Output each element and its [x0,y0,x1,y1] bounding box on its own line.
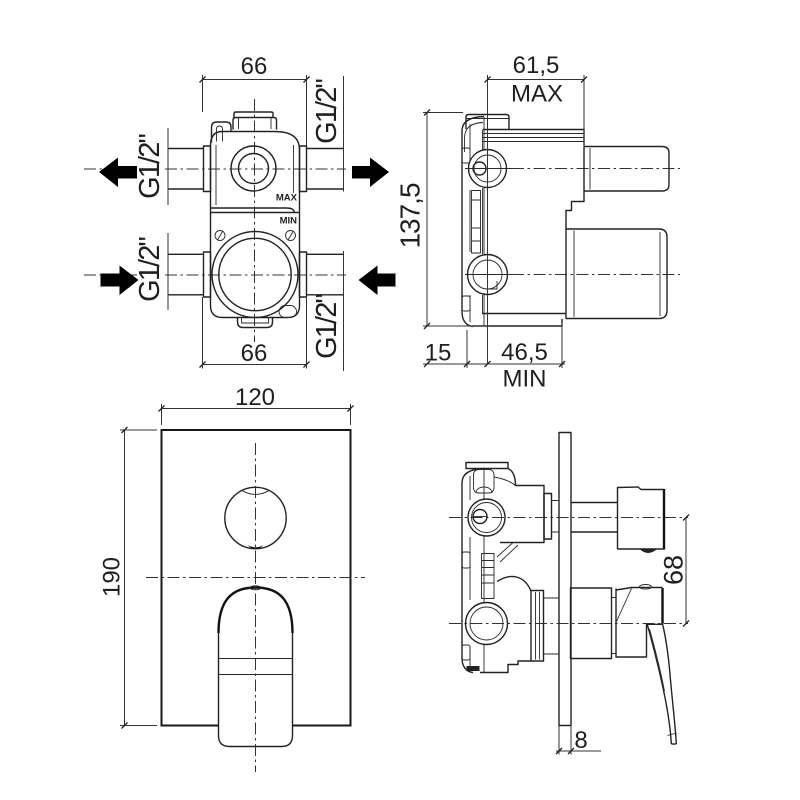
svg-text:15: 15 [425,340,452,367]
svg-text:G1/2": G1/2" [311,79,343,144]
svg-text:66: 66 [241,53,268,80]
svg-text:MAX: MAX [276,193,298,204]
svg-text:MAX: MAX [511,81,563,108]
svg-text:MIN: MIN [503,366,547,393]
svg-text:61,5: 61,5 [513,52,560,79]
svg-text:66: 66 [241,340,268,367]
svg-text:G1/2": G1/2" [311,294,343,359]
svg-text:G1/2": G1/2" [134,237,166,302]
svg-text:120: 120 [235,384,275,411]
svg-text:G1/2": G1/2" [134,134,166,199]
svg-text:MIN: MIN [280,216,298,227]
svg-text:8: 8 [574,727,587,754]
svg-text:190: 190 [99,557,126,597]
svg-text:46,5: 46,5 [501,339,548,366]
svg-text:137,5: 137,5 [395,183,426,248]
svg-text:68: 68 [659,555,689,585]
